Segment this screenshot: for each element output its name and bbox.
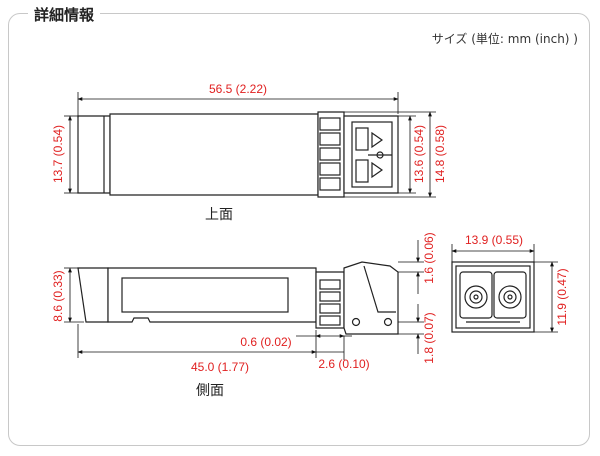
dim-side-height: 8.6 (0.33) — [51, 270, 65, 321]
front-view — [451, 261, 535, 333]
side-view-label: 側面 — [196, 383, 224, 399]
dim-top-overall-height: 14.8 (0.58) — [433, 125, 447, 183]
dim-side-length: 45.0 (1.77) — [191, 360, 249, 374]
top-view — [77, 111, 399, 198]
section-title: 詳細情報 — [28, 4, 101, 25]
dim-front-height: 11.9 (0.47) — [555, 268, 569, 325]
dim-side-offset-small: 0.6 (0.02) — [240, 335, 291, 349]
side-view — [77, 261, 399, 335]
dim-side-offset: 2.6 (0.10) — [318, 357, 369, 371]
units-note: サイズ (単位: mm (inch) ) — [431, 32, 578, 46]
top-view-label: 上面 — [205, 207, 233, 223]
dim-top-length: 56.5 (2.22) — [209, 82, 267, 96]
top-view-dim-lines — [64, 92, 436, 198]
dim-side-bottom-height: 1.8 (0.07) — [422, 312, 436, 363]
side-view-dim-lines — [64, 240, 424, 360]
dim-side-tab-height: 1.6 (0.06) — [422, 232, 436, 283]
dim-front-width: 13.9 (0.55) — [465, 233, 523, 247]
front-view-dim-lines — [451, 244, 558, 333]
dim-top-connector-height: 13.6 (0.54) — [412, 125, 426, 183]
dim-top-body-height: 13.7 (0.54) — [51, 125, 65, 183]
detail-frame — [8, 13, 590, 446]
